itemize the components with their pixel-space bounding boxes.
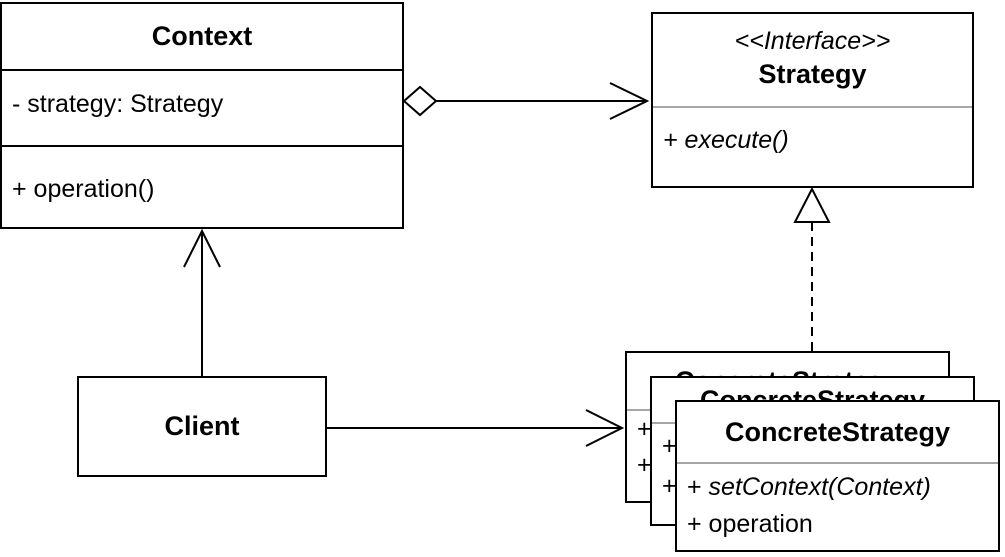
- concrete-strategy-back-method-marker-1: +: [637, 415, 652, 443]
- strategy-method-section: + execute(): [653, 106, 972, 172]
- strategy-method: + execute(): [663, 126, 789, 154]
- context-method-section: + operation(): [2, 145, 402, 227]
- concrete-strategy-method-prefix: +: [687, 473, 709, 501]
- context-attribute: - strategy: Strategy: [12, 90, 224, 118]
- strategy-stereotype: <<Interface>>: [734, 27, 891, 55]
- concrete-strategy-method-set-context: + setContext(Context): [677, 466, 998, 508]
- client-class[interactable]: Client: [77, 376, 327, 477]
- concrete-strategy-method-section: + setContext(Context) + operation: [677, 462, 998, 540]
- concrete-strategy-class[interactable]: ConcreteStrategy + setContext(Context) +…: [675, 400, 1000, 552]
- aggregation-arrowhead: [609, 82, 650, 120]
- client-concrete-arrowhead: [585, 409, 625, 447]
- client-class-name: Client: [164, 411, 240, 441]
- strategy-interface[interactable]: <<Interface>> Strategy + execute(): [651, 12, 974, 188]
- concrete-strategy-class-name: ConcreteStrategy: [724, 417, 951, 447]
- concrete-strategy-method-set-context-name: setContext(Context): [708, 473, 931, 501]
- context-attribute-section: - strategy: Strategy: [2, 69, 402, 145]
- context-method: + operation(): [12, 175, 155, 203]
- aggregation-diamond: [402, 85, 438, 117]
- context-class[interactable]: Context - strategy: Strategy + operation…: [0, 2, 404, 229]
- realization-triangle: [793, 186, 831, 223]
- context-class-name: Context: [151, 21, 253, 51]
- concrete-strategy-method-operation: + operation: [687, 510, 813, 538]
- strategy-interface-name: Strategy: [758, 59, 867, 89]
- concrete-strategy-back-method-marker-2: +: [637, 451, 652, 479]
- client-context-arrowhead: [183, 228, 221, 268]
- concrete-strategy-middle-method-marker-1: +: [662, 432, 677, 460]
- concrete-strategy-middle-method-marker-2: +: [662, 472, 677, 500]
